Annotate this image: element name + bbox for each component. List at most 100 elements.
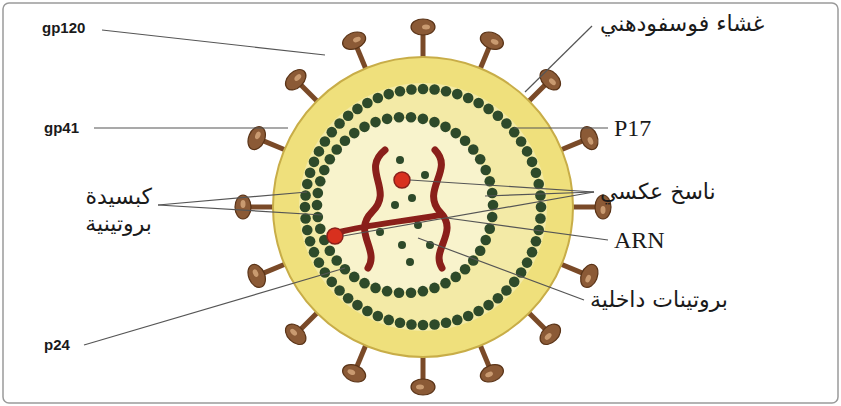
p24-bead <box>349 128 360 139</box>
p17-bead <box>473 306 484 317</box>
part-label: gp41 <box>44 119 79 138</box>
part-label: غشاء فوسفودهني <box>600 10 764 38</box>
gp120-knob <box>478 29 506 53</box>
p24-bead <box>331 144 342 155</box>
p24-bead <box>487 212 498 223</box>
knob-highlight <box>422 25 430 30</box>
p17-bead <box>429 319 440 330</box>
knob-highlight <box>544 332 553 341</box>
p24-bead <box>468 144 479 155</box>
part-label: P17 <box>614 113 651 143</box>
p17-bead <box>406 319 417 330</box>
knob-highlight <box>584 274 592 283</box>
p17-bead <box>522 146 533 157</box>
p17-bead <box>501 285 512 296</box>
p17-bead <box>452 315 463 326</box>
gp120-knob <box>411 19 435 35</box>
p17-bead <box>305 236 316 247</box>
knob-highlight <box>289 328 298 337</box>
frame <box>3 3 838 403</box>
p17-bead <box>302 179 313 190</box>
gp120-knob <box>577 262 601 290</box>
p24-bead <box>370 283 381 294</box>
p17-bead <box>352 300 363 311</box>
p17-bead <box>441 86 452 97</box>
part-label: ARN <box>614 225 665 255</box>
p24-bead <box>359 278 370 289</box>
p17-bead <box>314 257 325 268</box>
p24-bead <box>418 286 429 297</box>
p17-bead <box>300 202 311 213</box>
p24-bead <box>475 245 486 256</box>
p17-bead <box>536 202 547 213</box>
p24-bead <box>340 135 351 146</box>
p24-bead <box>349 272 360 283</box>
internal-protein <box>421 171 429 179</box>
p17-bead <box>326 127 337 138</box>
p17-bead <box>305 167 316 178</box>
p17-bead <box>527 157 538 168</box>
p24-bead <box>312 200 323 211</box>
gp120-knob <box>536 66 564 94</box>
p17-bead <box>527 247 538 258</box>
p17-bead <box>531 236 542 247</box>
p24-bead <box>382 114 393 125</box>
p24-bead <box>475 154 486 165</box>
p17-bead <box>452 89 463 100</box>
internal-proteins <box>376 156 434 266</box>
p17-bead <box>493 293 504 304</box>
p17-bead <box>362 306 373 317</box>
p24-bead <box>319 165 330 176</box>
p17-bead <box>343 293 354 304</box>
p24-bead <box>450 128 461 139</box>
p17-bead <box>395 317 406 328</box>
p17-bead <box>516 136 527 147</box>
gp120-knob <box>340 29 368 53</box>
p24-bead <box>325 154 336 165</box>
gp120-knob <box>478 361 506 385</box>
reverse-transcriptase <box>394 172 410 188</box>
p17-bead <box>501 118 512 129</box>
p24-bead <box>440 122 451 133</box>
internal-protein <box>408 194 416 202</box>
p24-bead <box>313 188 324 199</box>
capsid-area <box>319 119 491 291</box>
p17-bead <box>300 213 311 224</box>
p24-bead <box>406 112 417 123</box>
p17-bead <box>309 157 320 168</box>
p24-bead <box>325 245 336 256</box>
p17-bead <box>395 86 406 97</box>
knob-highlight <box>416 385 424 390</box>
p24-bead <box>315 223 326 234</box>
p17-bead <box>343 110 354 121</box>
p24-bead <box>370 117 381 128</box>
p17-bead <box>429 84 440 95</box>
p17-bead <box>463 93 474 104</box>
part-label: p24 <box>44 336 70 355</box>
part-label: كبسيدة بروتينية <box>42 183 152 238</box>
gp120-knob <box>340 361 368 385</box>
p17-bead <box>383 315 394 326</box>
knob-highlight <box>587 136 595 145</box>
part-label: ناسخ عكسي <box>600 178 716 206</box>
p17-bead <box>522 257 533 268</box>
p17-bead <box>418 84 429 95</box>
p17-bead <box>334 118 345 129</box>
lipid-envelope <box>273 57 573 357</box>
p17-bead <box>418 320 429 331</box>
p24-bead <box>359 122 370 133</box>
p17-bead <box>531 167 542 178</box>
p24-bead <box>331 255 342 266</box>
p24-bead <box>394 112 405 123</box>
internal-protein <box>396 156 404 164</box>
p17-bead <box>309 247 320 258</box>
leader-lines <box>84 26 608 345</box>
glycoprotein-spikes <box>235 19 611 395</box>
p24-bead <box>460 135 471 146</box>
p17-bead <box>473 98 484 109</box>
rna-strand <box>365 150 385 268</box>
p17-bead <box>535 213 546 224</box>
gp120-knob <box>245 262 269 290</box>
p24-bead <box>418 114 429 125</box>
